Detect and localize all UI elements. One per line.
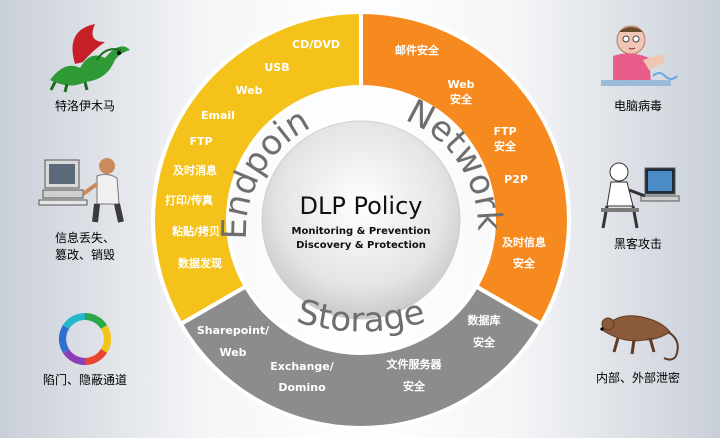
endpoint-item: FTP (189, 135, 212, 148)
threat-label: 特洛伊木马 (54, 99, 115, 113)
threat-label: 篡改、销毁 (54, 248, 115, 262)
threat-leak: 内部、外部泄密 (568, 296, 708, 387)
network-item: 安全 (494, 139, 517, 153)
storage-item: Sharepoint/ (197, 324, 270, 337)
threat-label: 黑客攻击 (613, 237, 662, 251)
network-item: 及时信息 (502, 235, 546, 249)
endpoint-item: USB (264, 61, 289, 74)
storage-item: 安全 (473, 335, 496, 349)
storage-item: Web (219, 346, 246, 359)
storage-item: Exchange/ (270, 360, 335, 373)
endpoint-item: 数据发现 (178, 256, 222, 270)
endpoint-segment (151, 9, 363, 327)
storage-item: Domino (278, 381, 326, 394)
network-item: FTP (493, 125, 516, 138)
endpoint-item: Web (235, 84, 262, 97)
threat-label: 陷门、隐蔽通道 (42, 373, 127, 387)
endpoint-item: CD/DVD (292, 38, 340, 51)
network-item: 邮件安全 (395, 43, 440, 57)
threat-hacker: 黑客攻击 (568, 158, 708, 253)
threat-label: 电脑病毒 (613, 99, 662, 113)
storage-item: 文件服务器 (387, 357, 443, 371)
endpoint-item: 打印/传真 (165, 193, 213, 207)
center-line2: Discovery & Protection (296, 240, 426, 251)
network-item: Web (447, 78, 474, 91)
center-hub (261, 120, 461, 320)
network-item: P2P (504, 173, 528, 186)
endpoint-item: Email (201, 109, 235, 122)
dragon-icon (49, 24, 130, 93)
threat-trojan: 特洛伊木马 (15, 20, 155, 115)
storage-item: 安全 (403, 379, 426, 393)
center-line1: Monitoring & Prevention (292, 226, 431, 237)
sick-person-icon (601, 25, 678, 86)
network-item: 安全 (450, 92, 473, 106)
endpoint-item: 粘贴/拷贝 (172, 224, 220, 238)
threat-info-loss: 信息丢失、 篡改、销毁 (15, 150, 155, 264)
threat-virus: 电脑病毒 (568, 20, 708, 115)
threat-label: 信息丢失、 (54, 231, 115, 245)
storage-item: 数据库 (468, 313, 501, 327)
network-item: 安全 (513, 256, 536, 270)
rat-icon (600, 315, 679, 361)
threat-trapdoor: 陷门、隐蔽通道 (15, 310, 155, 389)
storage-segment (178, 283, 544, 430)
endpoint-item: 及时消息 (173, 163, 217, 177)
hacker-icon (601, 162, 680, 229)
computer-user-icon (38, 158, 124, 223)
network-segment (359, 9, 571, 327)
threat-label: 内部、外部泄密 (595, 371, 680, 385)
center-title: DLP Policy (300, 192, 423, 220)
recycle-arrows-icon (58, 312, 112, 366)
